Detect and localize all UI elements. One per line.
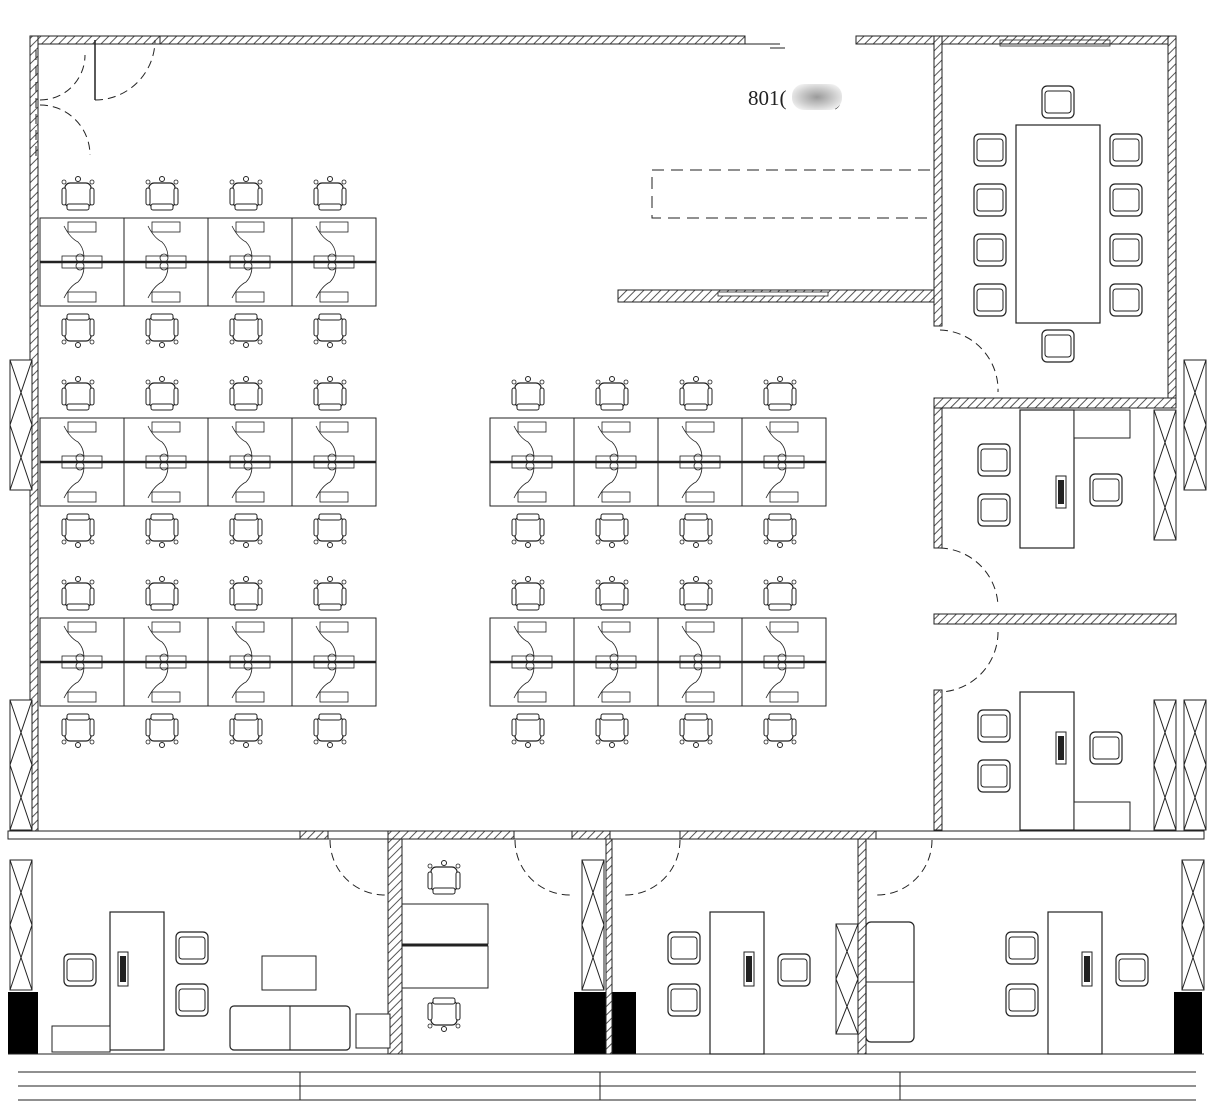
office-chair — [229, 175, 263, 211]
office-chair — [679, 375, 713, 411]
office-chair — [145, 313, 179, 349]
desk — [489, 617, 575, 663]
desk — [123, 261, 209, 307]
office-chair — [595, 513, 629, 549]
office-chair — [61, 713, 95, 749]
office-chair — [763, 375, 797, 411]
office-chair — [61, 513, 95, 549]
office-chair — [313, 375, 347, 411]
desk — [207, 417, 293, 463]
desk — [741, 461, 827, 507]
desk — [573, 617, 659, 663]
desk — [207, 661, 293, 707]
office-chair — [679, 575, 713, 611]
office-chair — [511, 513, 545, 549]
office-chair — [61, 575, 95, 611]
room-number: 801 — [748, 86, 780, 110]
office-chair — [763, 513, 797, 549]
desk — [741, 661, 827, 707]
desk — [573, 661, 659, 707]
window-sill — [8, 1053, 1204, 1101]
office-chair — [313, 313, 347, 349]
desk — [291, 617, 377, 663]
desk — [657, 661, 743, 707]
office-chair — [313, 513, 347, 549]
desk — [123, 217, 209, 263]
desk — [741, 617, 827, 663]
desk — [39, 261, 125, 307]
desk — [39, 217, 125, 263]
office-chair — [229, 713, 263, 749]
desk — [207, 217, 293, 263]
workstation-cluster — [39, 175, 377, 349]
desk — [657, 461, 743, 507]
office-chair — [763, 713, 797, 749]
desk — [573, 417, 659, 463]
office-chair — [313, 175, 347, 211]
bottom-offices — [7, 830, 1205, 1055]
workstation-cluster — [489, 375, 827, 549]
desk — [291, 261, 377, 307]
office-chair — [511, 713, 545, 749]
office-chair — [145, 575, 179, 611]
office-chair — [145, 375, 179, 411]
desk — [123, 461, 209, 507]
desk — [123, 417, 209, 463]
desk — [291, 417, 377, 463]
meeting-room — [939, 85, 1143, 393]
desk — [573, 461, 659, 507]
office-chair — [61, 375, 95, 411]
office-chair — [595, 375, 629, 411]
desk — [291, 461, 377, 507]
office-chair — [313, 713, 347, 749]
office-chair — [763, 575, 797, 611]
obscured-label-smudge — [792, 84, 842, 110]
desk — [39, 417, 125, 463]
desk — [489, 661, 575, 707]
desk — [291, 661, 377, 707]
desk — [489, 417, 575, 463]
office-chair — [61, 313, 95, 349]
desk — [207, 617, 293, 663]
workstation-clusters — [39, 175, 827, 749]
office-chair — [229, 513, 263, 549]
office-chair — [511, 375, 545, 411]
office-chair — [61, 175, 95, 211]
workstation-cluster — [39, 375, 377, 549]
workstation-cluster — [489, 575, 827, 749]
office-chair — [595, 575, 629, 611]
desk — [207, 261, 293, 307]
desk — [489, 461, 575, 507]
right-offices — [933, 397, 1177, 831]
desk — [39, 617, 125, 663]
reception-outline — [651, 169, 930, 219]
desk — [39, 661, 125, 707]
office-chair — [229, 575, 263, 611]
office-chair — [145, 513, 179, 549]
office-chair — [595, 713, 629, 749]
structural-pillars — [8, 992, 1202, 1054]
office-chair — [229, 375, 263, 411]
office-chair — [229, 313, 263, 349]
desk — [741, 417, 827, 463]
desk — [657, 417, 743, 463]
desk — [291, 217, 377, 263]
desk — [123, 661, 209, 707]
desk — [657, 617, 743, 663]
office-chair — [145, 175, 179, 211]
office-chair — [679, 513, 713, 549]
desk — [39, 461, 125, 507]
office-chair — [679, 713, 713, 749]
desk — [123, 617, 209, 663]
window-columns — [9, 359, 1207, 1035]
office-chair — [313, 575, 347, 611]
workstation-cluster — [39, 575, 377, 749]
office-chair — [145, 713, 179, 749]
entry-door — [35, 39, 156, 160]
room-label-open-paren: ( — [779, 86, 787, 110]
desk — [207, 461, 293, 507]
office-chair — [511, 575, 545, 611]
